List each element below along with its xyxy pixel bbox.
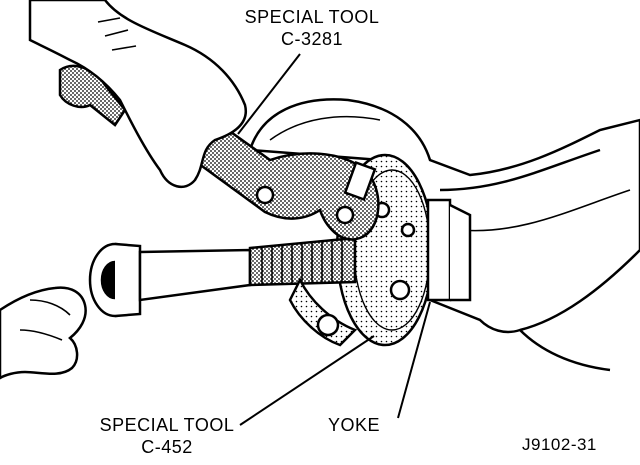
leader-lines xyxy=(237,53,431,426)
lower-hand xyxy=(0,286,87,380)
label-special-tool-c452: SPECIAL TOOL C-452 xyxy=(92,414,242,458)
puller-c452 xyxy=(88,236,358,347)
label-line: SPECIAL TOOL xyxy=(99,415,235,435)
label-line: C-452 xyxy=(141,437,193,457)
label-special-tool-c3281: SPECIAL TOOL C-3281 xyxy=(232,6,392,50)
label-line: SPECIAL TOOL xyxy=(244,7,380,27)
figure-id: J9102-31 xyxy=(522,435,597,454)
label-yoke: YOKE xyxy=(328,415,381,435)
upper-hand xyxy=(28,0,248,189)
wrench-c3281 xyxy=(58,64,380,241)
label-line: C-3281 xyxy=(280,29,344,49)
